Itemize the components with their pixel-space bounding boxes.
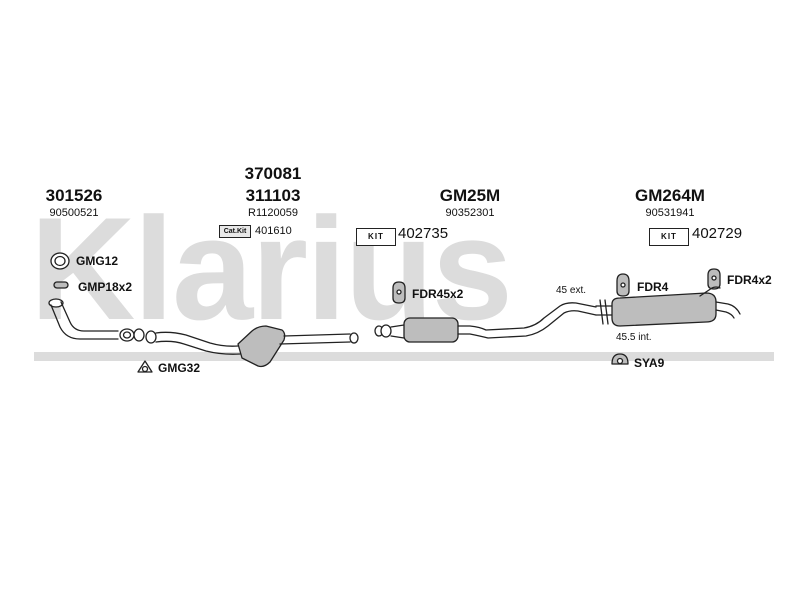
group4-oe-number: 90531941 — [645, 207, 695, 219]
middle-silencer-icon — [374, 302, 597, 343]
group3-oe-number: 90352301 — [445, 207, 495, 219]
group3-code: GM25M — [439, 186, 501, 205]
label-sya9: SYA9 — [634, 356, 665, 370]
hanger-icon-fdr4x2 — [707, 268, 721, 290]
group2-code: 311103 — [245, 186, 301, 205]
gasket-ring-icon — [50, 252, 70, 270]
clamp-icon — [53, 281, 69, 289]
rear-silencer-icon — [595, 286, 741, 327]
label-gmg12: GMG12 — [76, 254, 119, 268]
dimension-ext: 45 ext. — [556, 285, 587, 296]
hanger-icon-fdr4 — [616, 273, 630, 297]
group1-code: 301526 — [45, 186, 103, 205]
kit-number-1: 402735 — [398, 225, 449, 242]
label-fdr4: FDR4 — [637, 280, 669, 294]
label-gmg32: GMG32 — [158, 361, 201, 375]
watermark-bar — [34, 352, 774, 361]
label-fdr45: FDR45x2 — [412, 287, 464, 301]
sealant-icon — [611, 353, 629, 365]
kit-badge-1: KIT — [356, 228, 396, 246]
label-gmp18: GMP18x2 — [78, 280, 133, 294]
kit-number-2: 402729 — [692, 225, 743, 242]
catalytic-converter-icon — [145, 325, 359, 368]
catkit-number: 401610 — [255, 225, 292, 237]
hanger-icon — [392, 281, 406, 304]
catkit-badge: Cat.Kit — [219, 225, 251, 238]
front-pipe-icon — [48, 298, 145, 342]
dimension-marks — [599, 299, 609, 325]
label-fdr4x2: FDR4x2 — [727, 273, 772, 287]
brand-watermark: Klarius — [30, 187, 513, 350]
group4-code: GM264M — [635, 186, 705, 205]
kit-badge-2: KIT — [649, 228, 689, 246]
group2-code-top: 370081 — [244, 164, 302, 183]
group1-oe-number: 90500521 — [49, 207, 99, 219]
dimension-int: 45.5 int. — [616, 332, 652, 343]
gasket-triangle-icon — [137, 360, 153, 373]
group2-oe-number: R1120059 — [248, 207, 298, 219]
